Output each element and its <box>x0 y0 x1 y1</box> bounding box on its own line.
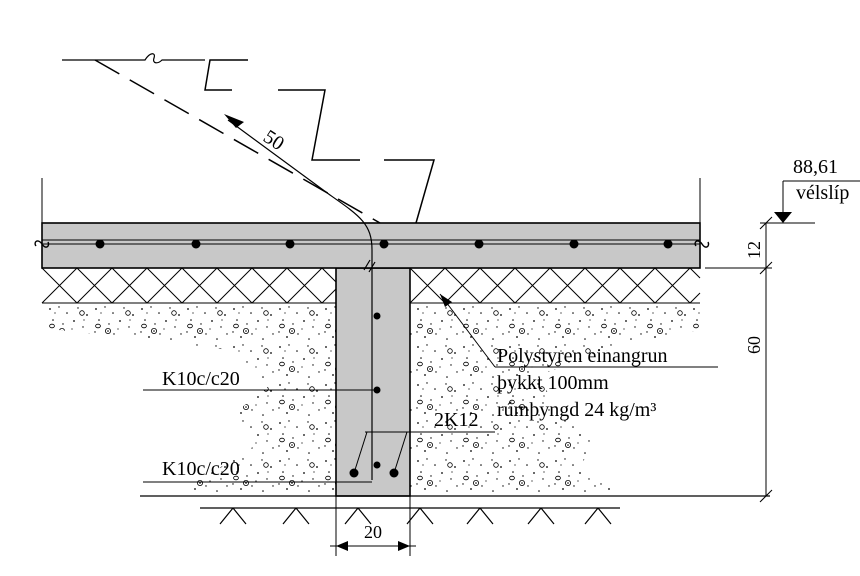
vertical-dimensions <box>705 216 773 503</box>
bottom-bar-label: 2K12 <box>434 409 478 431</box>
stair-outline-dashed <box>384 159 435 224</box>
insulation-label-2: þykkt 100mm <box>497 372 609 394</box>
floor-slab <box>41 222 701 269</box>
footing <box>335 267 411 497</box>
stair-soffit-dashed <box>94 59 381 224</box>
stair-dim-label: 50 <box>259 126 288 155</box>
insulation-label-1: Polystyren einangrun <box>497 345 668 367</box>
insulation-layer <box>41 267 701 304</box>
rebar-lower-label: K10c/c20 <box>162 458 240 480</box>
insulation-leader <box>439 293 496 368</box>
insulation-label-3: rúmþyngd 24 kg/m³ <box>497 399 656 421</box>
break-symbol-right <box>694 240 710 248</box>
stair-break-line <box>62 53 205 64</box>
slab-thickness-dim: 12 <box>744 241 764 259</box>
gravel-fill <box>42 303 700 496</box>
stair-outline <box>204 59 360 161</box>
ground-hatch <box>200 507 620 525</box>
level-text: vélslíp <box>796 182 849 204</box>
slab-rebar-dots <box>95 239 673 249</box>
rebar-upper-label: K10c/c20 <box>162 368 240 390</box>
footing-depth-dim: 60 <box>744 336 764 354</box>
bottom-bar-leader <box>353 431 495 474</box>
footing-width-dim: 20 <box>364 522 382 542</box>
level-marker: 88,61 vélslíp <box>760 156 860 224</box>
rebar-length-arrow <box>224 114 244 128</box>
footing-rebar <box>227 119 376 480</box>
level-value: 88,61 <box>793 156 838 178</box>
